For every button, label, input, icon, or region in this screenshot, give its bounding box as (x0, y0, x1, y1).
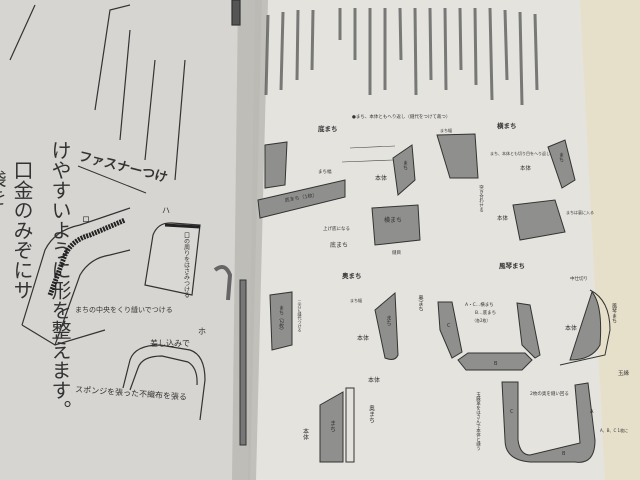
section-yoko-machi: 横まち まち幅 突き合わせる まち まち、本体とも切り目をへり返し 本体 本体 … (436, 121, 594, 241)
yoko-label-6: まちは裏に入る (566, 209, 594, 215)
figure-fastener-a: ロ まちの中央をくり縫いでつける (21, 207, 173, 346)
fukin-label-1: A・C…横まち (465, 301, 494, 308)
soko-label-3: まち (402, 160, 408, 171)
yoko-label-4: まち (558, 152, 564, 163)
section-oku-machi: 奥まち まち（2枚） 三方に縫代つける まち幅 奥まち まち 本体 本体 奥まち… (239, 271, 424, 463)
oku-label-0: まち（2枚） (278, 305, 284, 333)
oku-label-7: 奥まち (368, 404, 375, 424)
title-underline (77, 165, 147, 194)
section-title-fukin-machi: 風琴まち (499, 261, 525, 270)
soko-label-7: 縫目 (392, 249, 401, 256)
yoko-label-3: 本体 (520, 164, 532, 172)
figure-c-marker: ホ (198, 327, 206, 336)
fukin-label-14: A、B、C 1枚に (600, 427, 628, 433)
oku-label-6: 本体 (368, 376, 380, 384)
figure-b-marker: ハ (162, 206, 170, 215)
fukin-label-6: 本体 (565, 324, 577, 332)
fukin-label-5: B (494, 361, 498, 367)
figure-c-label-top: 差し込みで (150, 338, 190, 348)
right-caption: ●まち、本体ともへり返し（縫代をつけて裁つ） (352, 113, 450, 120)
oku-label-1: 三方に縫代つける (298, 300, 303, 332)
soko-label-6: 横まち (384, 216, 402, 224)
fukin-label-9: 2枚の奥を縫い回る (530, 390, 569, 397)
body-text-1: 口金のみぞにサ (10, 160, 34, 300)
fukin-label-7: 風琴まち (611, 303, 617, 324)
section-title-soko-machi: 底まち (318, 124, 338, 133)
vertical-strip (239, 279, 247, 446)
fukin-label-13: B (562, 451, 566, 457)
yoko-label-5: 本体 (497, 214, 509, 222)
section-fukin-machi: 風琴まち 中仕切り C B A・C…横まち B…底まち （各2枚） 本体 風琴ま… (437, 261, 630, 463)
yoko-label-1: 突き合わせる (479, 184, 484, 213)
right-page-text-columns (264, 7, 539, 106)
oku-label-2: まち幅 (350, 297, 362, 303)
fukin-label-11: C (510, 409, 514, 415)
fukin-label-12: A (590, 409, 594, 415)
oku-label-3: 奥まち (417, 294, 424, 313)
figure-a-label: まちの中央をくり縫いでつける (75, 305, 173, 314)
soko-label-4: 上げ底になる (323, 225, 350, 232)
yoko-label-2: まち、本体とも切り目をへり返し (490, 150, 550, 156)
soko-label-0: まち幅 (318, 168, 332, 175)
oku-label-4: まち (385, 315, 392, 328)
right-page (250, 0, 605, 480)
figure-fastener-b: ハ 口の周りをはさみつける (144, 206, 201, 298)
section-soko-machi: 底まち 底まち（1枚） まち幅 本体 まち 横まち 上げ底になる 底まち 縫目 (257, 124, 421, 256)
left-top-diagrams (9, 0, 241, 181)
fukin-label-10: 玉縁革をはさんで本体と縫う (476, 392, 481, 452)
fukin-label-0: 中仕切り (570, 275, 588, 282)
section-title-yoko-machi: 横まち (497, 121, 517, 130)
soko-label-5: 底まち (330, 241, 348, 249)
body-text-2: 袋を (0, 170, 7, 206)
fukin-label-3: （各2枚） (472, 317, 491, 323)
yoko-label-0: まち幅 (440, 127, 452, 133)
figure-a-marker: ロ (82, 215, 90, 224)
oku-label-8: まち (329, 420, 336, 433)
fukin-label-8: 玉縁 (618, 369, 630, 377)
body-text-0: けやすいように形を整えます。 (48, 140, 72, 420)
oku-label-5: 本体 (357, 334, 369, 342)
fukin-label-2: B…底まち (475, 309, 496, 316)
soko-label-2: 本体 (375, 174, 387, 182)
figure-b-label: 口の周りをはさみつける (183, 232, 190, 298)
fukin-label-4: C (447, 323, 451, 329)
section-title-oku-machi: 奥まち (341, 271, 362, 280)
oku-label-9: 本体 (302, 427, 309, 441)
left-page (0, 0, 255, 480)
